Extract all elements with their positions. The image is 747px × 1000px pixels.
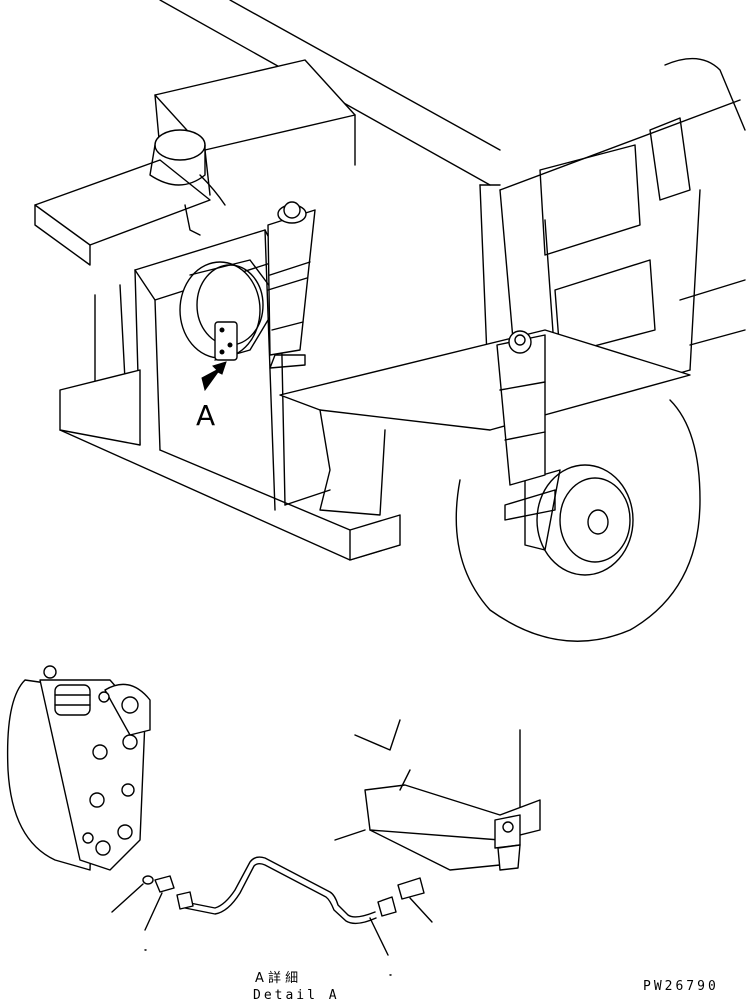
callout-arrow <box>201 361 227 392</box>
o-ring <box>142 875 154 885</box>
frame-bracket <box>334 719 541 871</box>
hydraulic-tube <box>184 856 377 925</box>
detail-caption-jp: A 詳 細 <box>255 970 298 986</box>
right-wheel <box>455 399 701 642</box>
motor-bolts <box>82 734 138 856</box>
connector-fitting <box>397 877 425 900</box>
deck-plate <box>279 329 691 516</box>
right-suspension-cylinder <box>496 330 546 486</box>
drawing-number: PW26790 <box>643 979 719 994</box>
left-wheel-motor <box>179 259 281 361</box>
wheel-motor-closeup <box>6 665 151 871</box>
detail-caption-en: Detail A <box>253 988 340 1000</box>
left-suspension-cylinder <box>267 201 316 369</box>
engine-hood <box>34 59 356 266</box>
tube-nut-left <box>176 891 194 910</box>
air-cleaner <box>149 129 226 236</box>
elbow-fitting <box>154 875 175 893</box>
fittings <box>142 875 425 917</box>
tube-nut-right <box>377 896 397 917</box>
callout-letter: A <box>196 399 215 432</box>
leader-lines <box>111 883 433 976</box>
detail-view: A 詳 細 Detail A PW26790 <box>6 665 719 1000</box>
truck-overview: A <box>34 0 746 642</box>
